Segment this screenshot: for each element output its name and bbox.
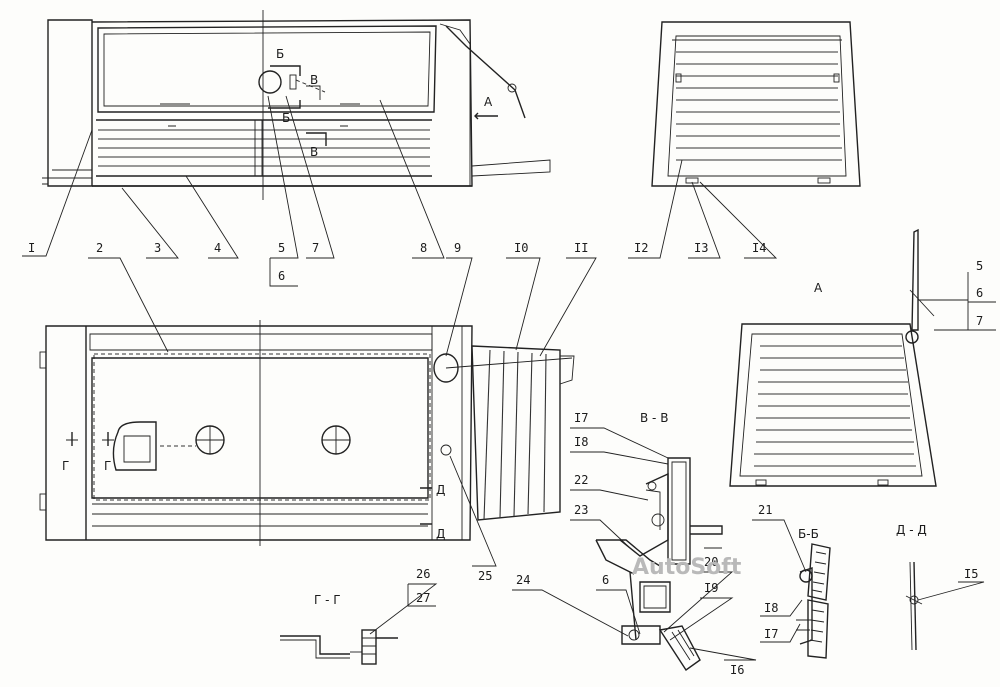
label-r7: 7: [976, 314, 983, 328]
rear-view: [39, 320, 575, 546]
title-view-a: А: [814, 281, 823, 295]
front-louver: [96, 119, 432, 177]
section-dd: [905, 561, 923, 651]
label-20: 20: [704, 555, 718, 569]
marker-b-bottom: Б: [282, 111, 290, 125]
grille-slats-a: [754, 345, 916, 467]
label-13: I3: [694, 241, 708, 255]
label-21: 21: [758, 503, 772, 517]
label-3: 3: [154, 241, 161, 255]
label-14: I4: [752, 241, 766, 255]
watermark: AutoSoft: [632, 555, 742, 580]
label-15: I5: [964, 567, 978, 581]
title-section-gg: Г - Г: [314, 593, 341, 607]
label-4: 4: [214, 241, 221, 255]
section-bb: [796, 543, 831, 659]
grille-slats-top: [676, 51, 842, 161]
label-r5: 5: [976, 259, 983, 273]
label-9: 9: [454, 241, 461, 255]
label-5: 5: [278, 241, 285, 255]
label-19: I9: [704, 581, 718, 595]
label-17a: I7: [574, 411, 588, 425]
label-26: 26: [416, 567, 430, 581]
label-18a: I8: [574, 435, 588, 449]
title-section-dd: Д - Д: [896, 523, 927, 537]
marker-b-top: Б: [276, 47, 284, 61]
label-12: I2: [634, 241, 648, 255]
section-vv: [595, 457, 723, 671]
grille-view-top: [651, 21, 861, 187]
label-7: 7: [312, 241, 319, 255]
marker-g-right: Г: [104, 459, 111, 473]
front-view: [42, 10, 551, 200]
label-16: I6: [730, 663, 744, 677]
label-1: I: [28, 241, 35, 255]
marker-a-arrow: А: [484, 95, 493, 109]
title-section-bb: Б-Б: [798, 527, 819, 541]
label-18b: I8: [764, 601, 778, 615]
title-section-vv: В - В: [640, 411, 668, 425]
grille-view-a: [729, 228, 937, 487]
marker-d-bottom: Д: [436, 527, 445, 541]
marker-v-top: В: [310, 73, 318, 87]
label-27: 27: [416, 591, 430, 605]
section-gg: [280, 629, 398, 665]
marker-g-left: Г: [62, 459, 69, 473]
label-23: 23: [574, 503, 588, 517]
label-6b: 6: [602, 573, 609, 587]
leader-lines: [22, 95, 996, 661]
label-r6: 6: [976, 286, 983, 300]
label-24: 24: [516, 573, 530, 587]
label-10: I0: [514, 241, 528, 255]
label-22: 22: [574, 473, 588, 487]
label-11: II: [574, 241, 588, 255]
label-6: 6: [278, 269, 285, 283]
label-8: 8: [420, 241, 427, 255]
marker-v-bottom: В: [310, 145, 318, 159]
marker-d-top: Д: [436, 483, 445, 497]
label-25: 25: [478, 569, 492, 583]
label-2: 2: [96, 241, 103, 255]
label-17b: I7: [764, 627, 778, 641]
